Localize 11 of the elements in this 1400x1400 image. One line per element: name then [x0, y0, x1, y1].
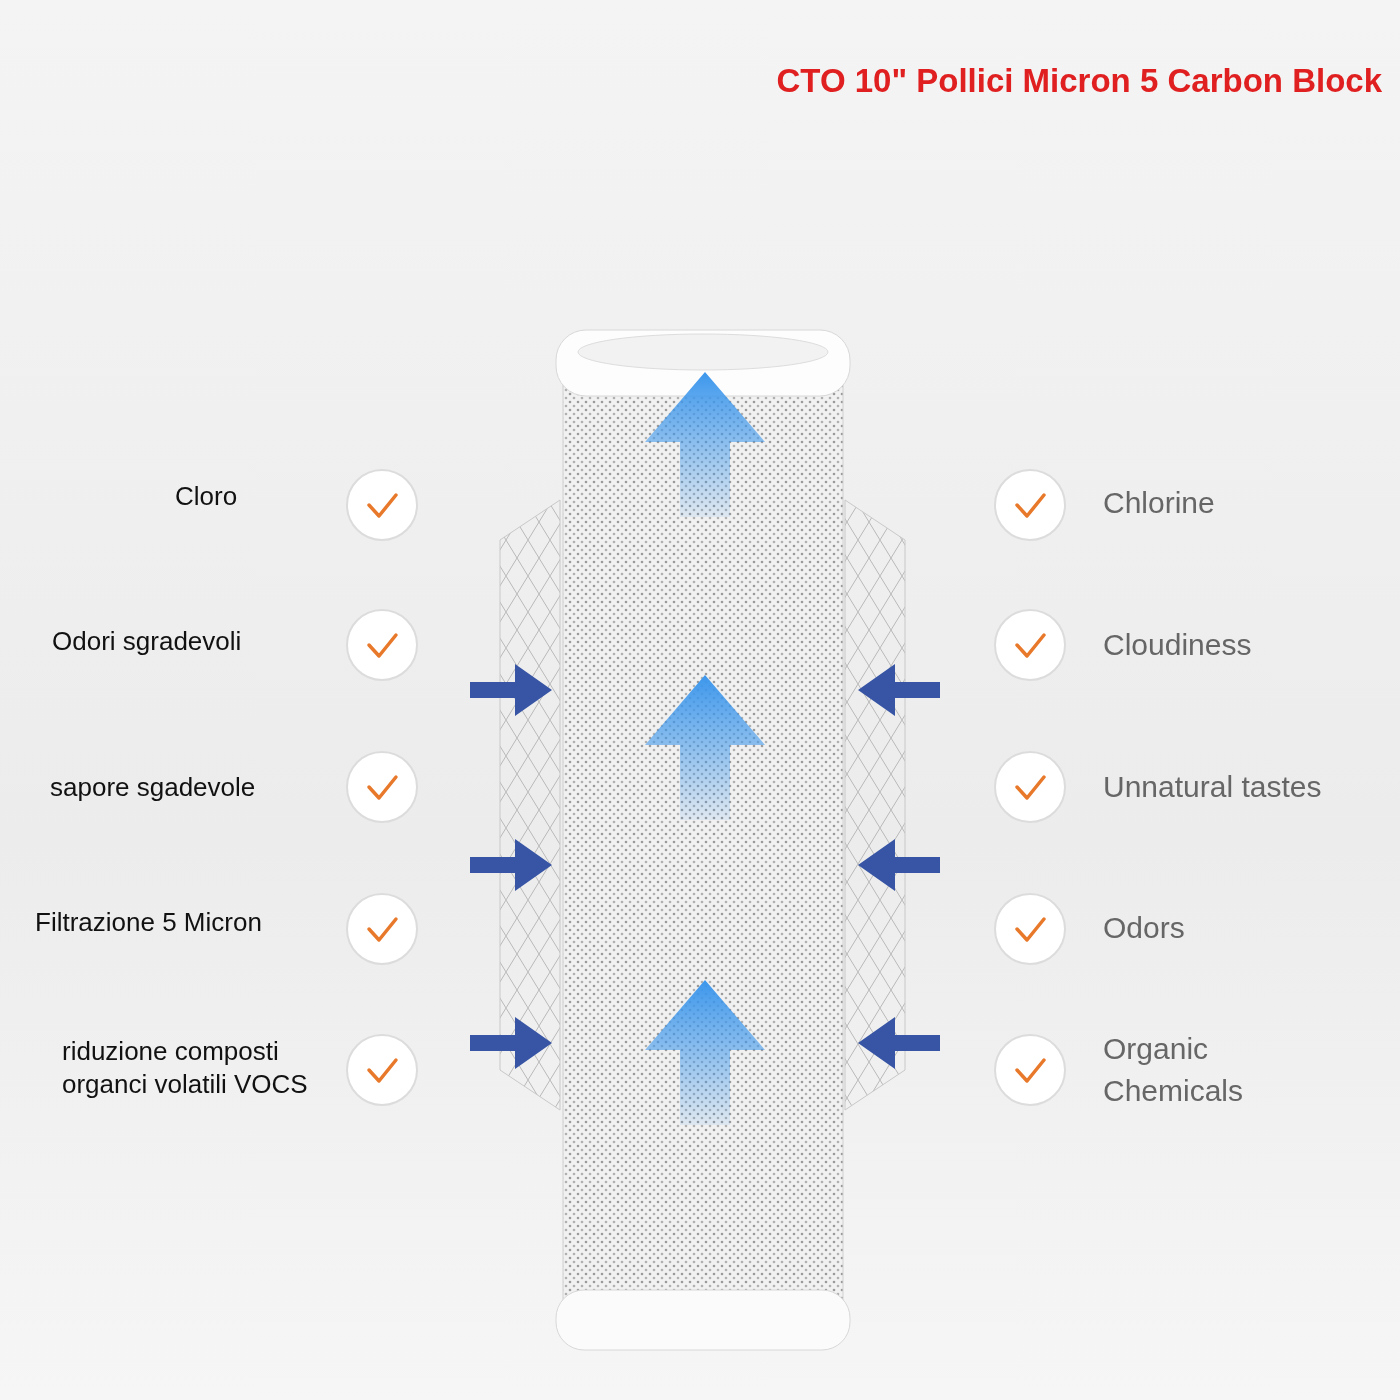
title: CTO 10" Pollici Micron 5 Carbon Block — [776, 62, 1382, 100]
contaminant-label: Filtrazione 5 Micron — [35, 906, 263, 939]
contaminant-label: Organic Chemicals — [1103, 1031, 1245, 1109]
contaminant-label: Odori sgradevoli — [52, 625, 243, 658]
contaminant-label: riduzione composti organci volatili VOCS — [62, 1035, 309, 1101]
contaminant-label: Cloro — [175, 480, 239, 513]
contaminant-label: Unnatural tastes — [1103, 769, 1323, 805]
contaminant-label: sapore sgadevole — [50, 771, 257, 804]
contaminant-label: Odors — [1103, 910, 1186, 946]
contaminant-label: Cloudiness — [1103, 627, 1253, 663]
contaminant-label: Chlorine — [1103, 485, 1216, 521]
